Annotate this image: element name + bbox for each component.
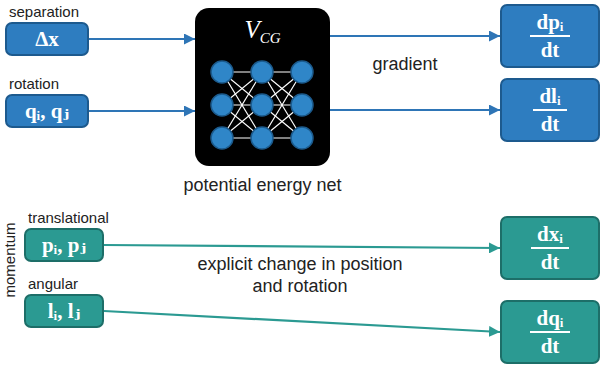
net-caption: potential energy net <box>183 175 341 196</box>
net-neurons <box>211 61 313 149</box>
fraction-denominator: dt <box>535 333 566 358</box>
box-heading: rotation <box>9 75 59 92</box>
variable-box: rotationqᵢ, qⱼ <box>5 94 89 128</box>
box-heading: translational <box>28 209 109 226</box>
flow-label: explicit change in position and rotation <box>182 254 418 297</box>
fraction-numerator: dxᵢ <box>531 222 569 249</box>
flow-arrow <box>89 38 195 40</box>
math-symbol: pᵢ, pⱼ <box>42 232 86 258</box>
potential-symbol: V <box>244 16 259 43</box>
flow-arrow <box>104 311 500 332</box>
math-symbol: lᵢ, lⱼ <box>48 298 80 324</box>
variable-box: angularlᵢ, lⱼ <box>24 294 104 328</box>
flow-arrow <box>330 109 500 111</box>
derivative-box: dpᵢdt <box>500 4 600 68</box>
flow-arrow <box>104 245 500 248</box>
box-heading: angular <box>28 275 78 292</box>
flow-arrow <box>89 110 195 112</box>
derivative-box: dqᵢdt <box>500 300 600 364</box>
fraction-numerator: dlᵢ <box>533 84 566 111</box>
derivative-box: dlᵢdt <box>500 78 600 142</box>
potential-subscript: CG <box>260 30 281 46</box>
box-heading: separation <box>9 3 79 20</box>
fraction-numerator: dpᵢ <box>530 10 569 37</box>
math-symbol: Δx <box>35 27 59 52</box>
math-symbol: qᵢ, qⱼ <box>25 98 69 124</box>
fraction-denominator: dt <box>535 37 566 62</box>
net-background <box>195 8 330 166</box>
potential-title: VCG <box>195 16 330 47</box>
derivative-box: dxᵢdt <box>500 216 600 280</box>
variable-box: separationΔx <box>5 22 89 56</box>
flow-arrow <box>330 35 500 37</box>
fraction-denominator: dt <box>535 249 566 274</box>
variable-box: translationalpᵢ, pⱼ <box>24 228 104 262</box>
fraction-denominator: dt <box>535 111 566 136</box>
fraction-numerator: dqᵢ <box>530 306 569 333</box>
flow-label: gradient <box>350 54 460 76</box>
network-box: VCGpotential energy net <box>195 8 330 166</box>
group-label: momentum <box>1 220 19 300</box>
